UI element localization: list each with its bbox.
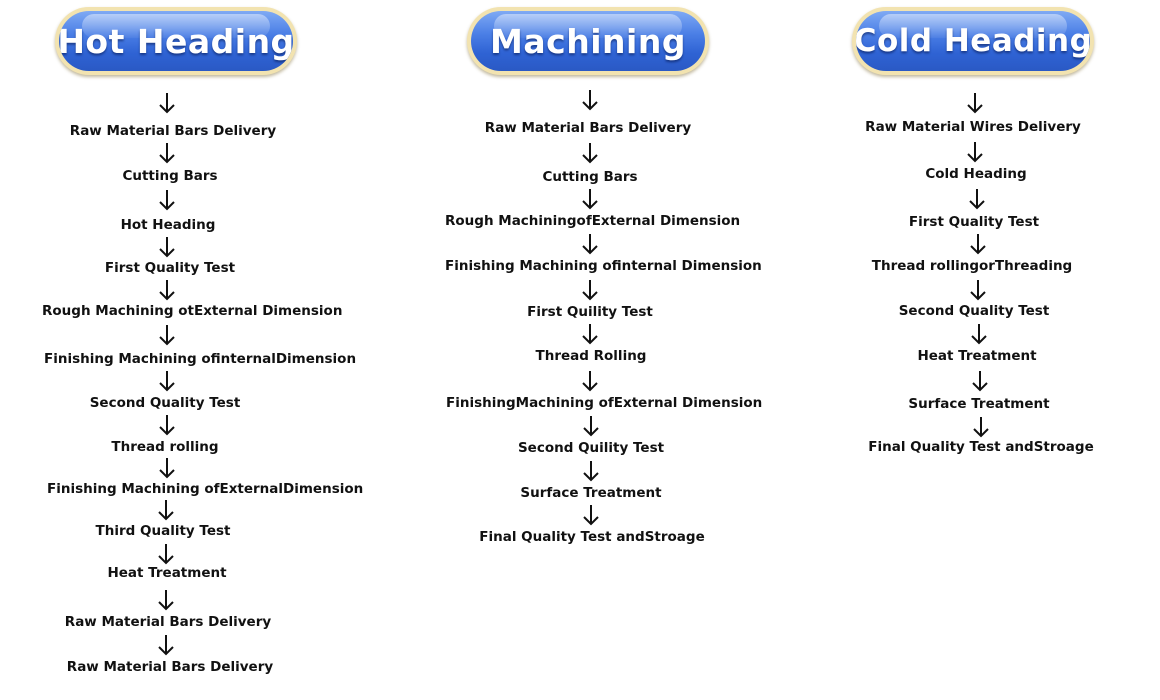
down-arrow-icon [965, 92, 985, 114]
down-arrow-icon [580, 188, 600, 210]
down-arrow-icon [968, 279, 988, 301]
hot-heading-title-badge: Hot Heading [55, 7, 297, 75]
flow-step: Cutting Bars [122, 168, 218, 184]
down-arrow-icon [580, 323, 600, 345]
flow-step: Final Quality Test andStroage [479, 529, 705, 545]
flow-step: Raw Material Bars Delivery [64, 614, 272, 630]
down-arrow-icon [581, 415, 601, 437]
flow-step: Second Quality Test [89, 395, 241, 411]
down-arrow-icon [969, 323, 989, 345]
down-arrow-icon [580, 370, 600, 392]
flow-step: Thread rolling [111, 439, 219, 455]
flow-step: Surface Treatment [908, 396, 1050, 412]
down-arrow-icon [156, 499, 176, 521]
flow-step: Raw Material Bars Delivery [69, 123, 277, 139]
flow-step: Final Quality Test andStroage [868, 439, 1094, 455]
flow-step: Hot Heading [120, 217, 216, 233]
down-arrow-icon [157, 370, 177, 392]
cold-heading-title-badge: Cold Heading [852, 7, 1094, 75]
flow-step: Raw Material Bars Delivery [484, 120, 692, 136]
down-arrow-icon [157, 279, 177, 301]
flow-step: Cold Heading [925, 166, 1027, 182]
flow-step: Heat Treatment [107, 565, 227, 581]
down-arrow-icon [157, 236, 177, 258]
flow-step: FinishingMachining ofExternal Dimension [446, 395, 763, 411]
machining-title-badge: Machining [467, 7, 709, 75]
flow-step: First Quility Test [527, 304, 653, 320]
flow-step: Finishing Machining ofinternalDimension [44, 351, 357, 367]
flow-step: Raw Material Bars Delivery [66, 659, 274, 675]
flow-step: Finishing Machining ofExternalDimension [47, 481, 364, 497]
down-arrow-icon [970, 370, 990, 392]
flow-step: Heat Treatment [917, 348, 1037, 364]
flow-step: Surface Treatment [520, 485, 662, 501]
down-arrow-icon [157, 92, 177, 114]
down-arrow-icon [157, 457, 177, 479]
column-title: Cold Heading [856, 23, 1090, 59]
flow-step: Third Quality Test [95, 523, 231, 539]
down-arrow-icon [971, 416, 991, 438]
hot-heading-column: Hot Heading Raw Material Bars Delivery C… [35, 0, 363, 700]
down-arrow-icon [157, 189, 177, 211]
down-arrow-icon [580, 89, 600, 111]
down-arrow-icon [157, 142, 177, 164]
column-title: Machining [490, 21, 686, 61]
down-arrow-icon [156, 589, 176, 611]
flow-step: Finishing Machining ofinternal Dimension [445, 258, 762, 274]
down-arrow-icon [157, 324, 177, 346]
flow-step: Thread rollingorThreading [871, 258, 1073, 274]
column-title: Hot Heading [59, 21, 293, 61]
flow-step: Second Quality Test [898, 303, 1050, 319]
flow-step: First Quality Test [908, 214, 1040, 230]
flow-step: Rough Machining otExternal Dimension [42, 303, 343, 319]
flow-step: Cutting Bars [542, 169, 638, 185]
down-arrow-icon [968, 233, 988, 255]
flow-step: Rough MachiningofExternal Dimension [445, 213, 741, 229]
down-arrow-icon [967, 188, 987, 210]
flow-step: Thread Rolling [535, 348, 647, 364]
down-arrow-icon [157, 414, 177, 436]
down-arrow-icon [581, 460, 601, 482]
down-arrow-icon [965, 141, 985, 163]
flow-step: First Quality Test [104, 260, 236, 276]
down-arrow-icon [581, 504, 601, 526]
down-arrow-icon [580, 142, 600, 164]
flow-step: Second Quility Test [517, 440, 665, 456]
down-arrow-icon [580, 233, 600, 255]
down-arrow-icon [156, 543, 176, 565]
cold-heading-column: Cold Heading Raw Material Wires Delivery… [850, 0, 1100, 700]
machining-column: Machining Raw Material Bars Delivery Cut… [445, 0, 763, 700]
down-arrow-icon [156, 634, 176, 656]
down-arrow-icon [580, 279, 600, 301]
flow-step: Raw Material Wires Delivery [865, 119, 1081, 135]
